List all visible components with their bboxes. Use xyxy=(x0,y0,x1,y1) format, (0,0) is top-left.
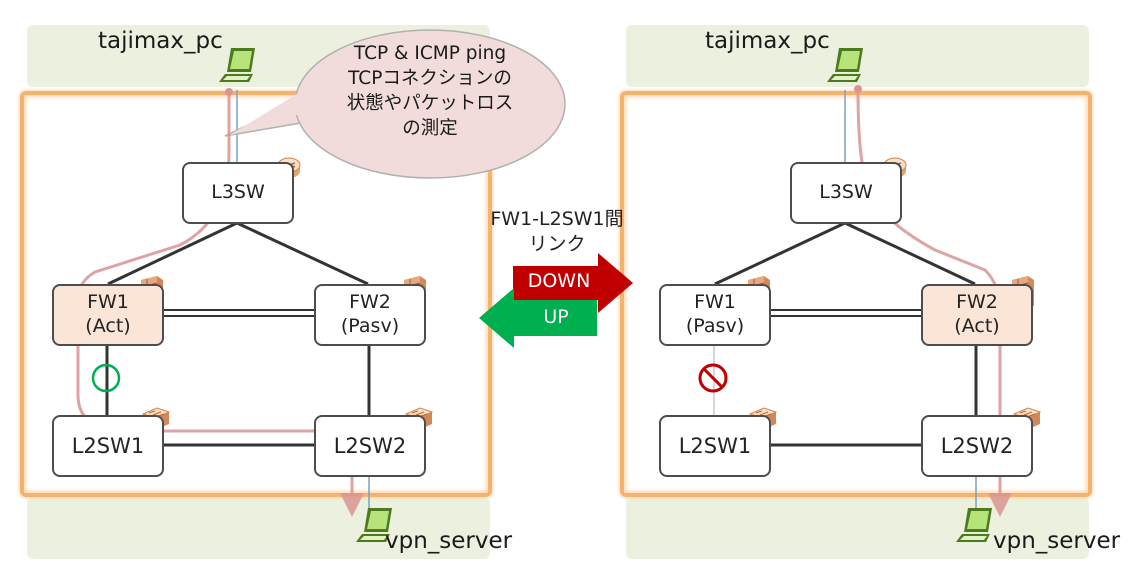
left-fw1-name: FW1 xyxy=(87,291,129,314)
right-fw2-name: FW2 xyxy=(956,291,998,314)
right-l3sw-label: L3SW xyxy=(819,181,873,204)
callout-line-3: 状態やパケットロス xyxy=(346,92,514,114)
left-fw1-role: (Act) xyxy=(85,315,131,337)
right-site-frame xyxy=(620,91,1092,497)
callout-bubble xyxy=(224,29,566,179)
right-fw2-node: FW2 (Act) xyxy=(921,284,1033,346)
down-label: DOWN xyxy=(527,270,591,292)
right-fw2-role: (Act) xyxy=(954,315,1000,337)
left-l3sw-label: L3SW xyxy=(211,181,265,204)
left-l2sw1-node: L2SW1 xyxy=(52,415,164,477)
callout-text: TCP & ICMP ping TCPコネクションの 状態やパケットロス の測定 xyxy=(300,42,560,142)
down-arrow xyxy=(513,253,633,313)
right-l2sw1-node: L2SW1 xyxy=(659,415,771,477)
left-fw2-node: FW2 (Pasv) xyxy=(314,284,426,346)
left-l3sw-node: L3SW xyxy=(182,162,294,224)
left-site-frame xyxy=(20,91,492,497)
right-l3sw-node: L3SW xyxy=(790,162,902,224)
right-links xyxy=(714,221,978,447)
right-l2sw1-label: L2SW1 xyxy=(678,433,752,458)
right-server-label: vpn_server xyxy=(993,528,1121,554)
laptop-icon xyxy=(356,508,392,542)
left-bottom-band xyxy=(27,497,490,559)
link-prohibited-icon xyxy=(698,363,728,393)
up-arrow xyxy=(479,288,597,348)
callout-line-2: TCPコネクションの xyxy=(348,67,512,89)
transition-title-line-2: リンク xyxy=(528,232,586,255)
left-l2sw1-label: L2SW1 xyxy=(71,433,145,458)
right-fw1-role: (Pasv) xyxy=(685,315,745,337)
right-fw1-node: FW1 (Pasv) xyxy=(659,284,771,346)
right-l2sw2-label: L2SW2 xyxy=(940,433,1014,458)
right-fw1-name: FW1 xyxy=(694,291,736,314)
left-l2sw2-label: L2SW2 xyxy=(333,433,407,458)
right-l2sw2-node: L2SW2 xyxy=(921,415,1033,477)
link-ok-icon xyxy=(91,363,121,393)
left-fw1-node: FW1 (Act) xyxy=(52,284,164,346)
laptop-icon xyxy=(219,48,255,82)
left-pc-label: tajimax_pc xyxy=(98,28,223,54)
up-label: UP xyxy=(543,306,569,328)
transition-caption: FW1-L2SW1間 リンク xyxy=(462,207,652,256)
left-fw2-role: (Pasv) xyxy=(340,315,400,337)
transition-title-line-1: FW1-L2SW1間 xyxy=(490,208,624,230)
laptop-icon xyxy=(827,48,863,82)
callout-line-1: TCP & ICMP ping xyxy=(353,43,507,64)
left-fw2-name: FW2 xyxy=(349,291,391,314)
laptop-icon xyxy=(956,508,992,542)
left-server-label: vpn_server xyxy=(385,528,513,554)
right-pc-label: tajimax_pc xyxy=(705,28,830,54)
callout-line-4: の測定 xyxy=(402,117,458,139)
left-l2sw2-node: L2SW2 xyxy=(314,415,426,477)
left-links xyxy=(105,221,371,447)
